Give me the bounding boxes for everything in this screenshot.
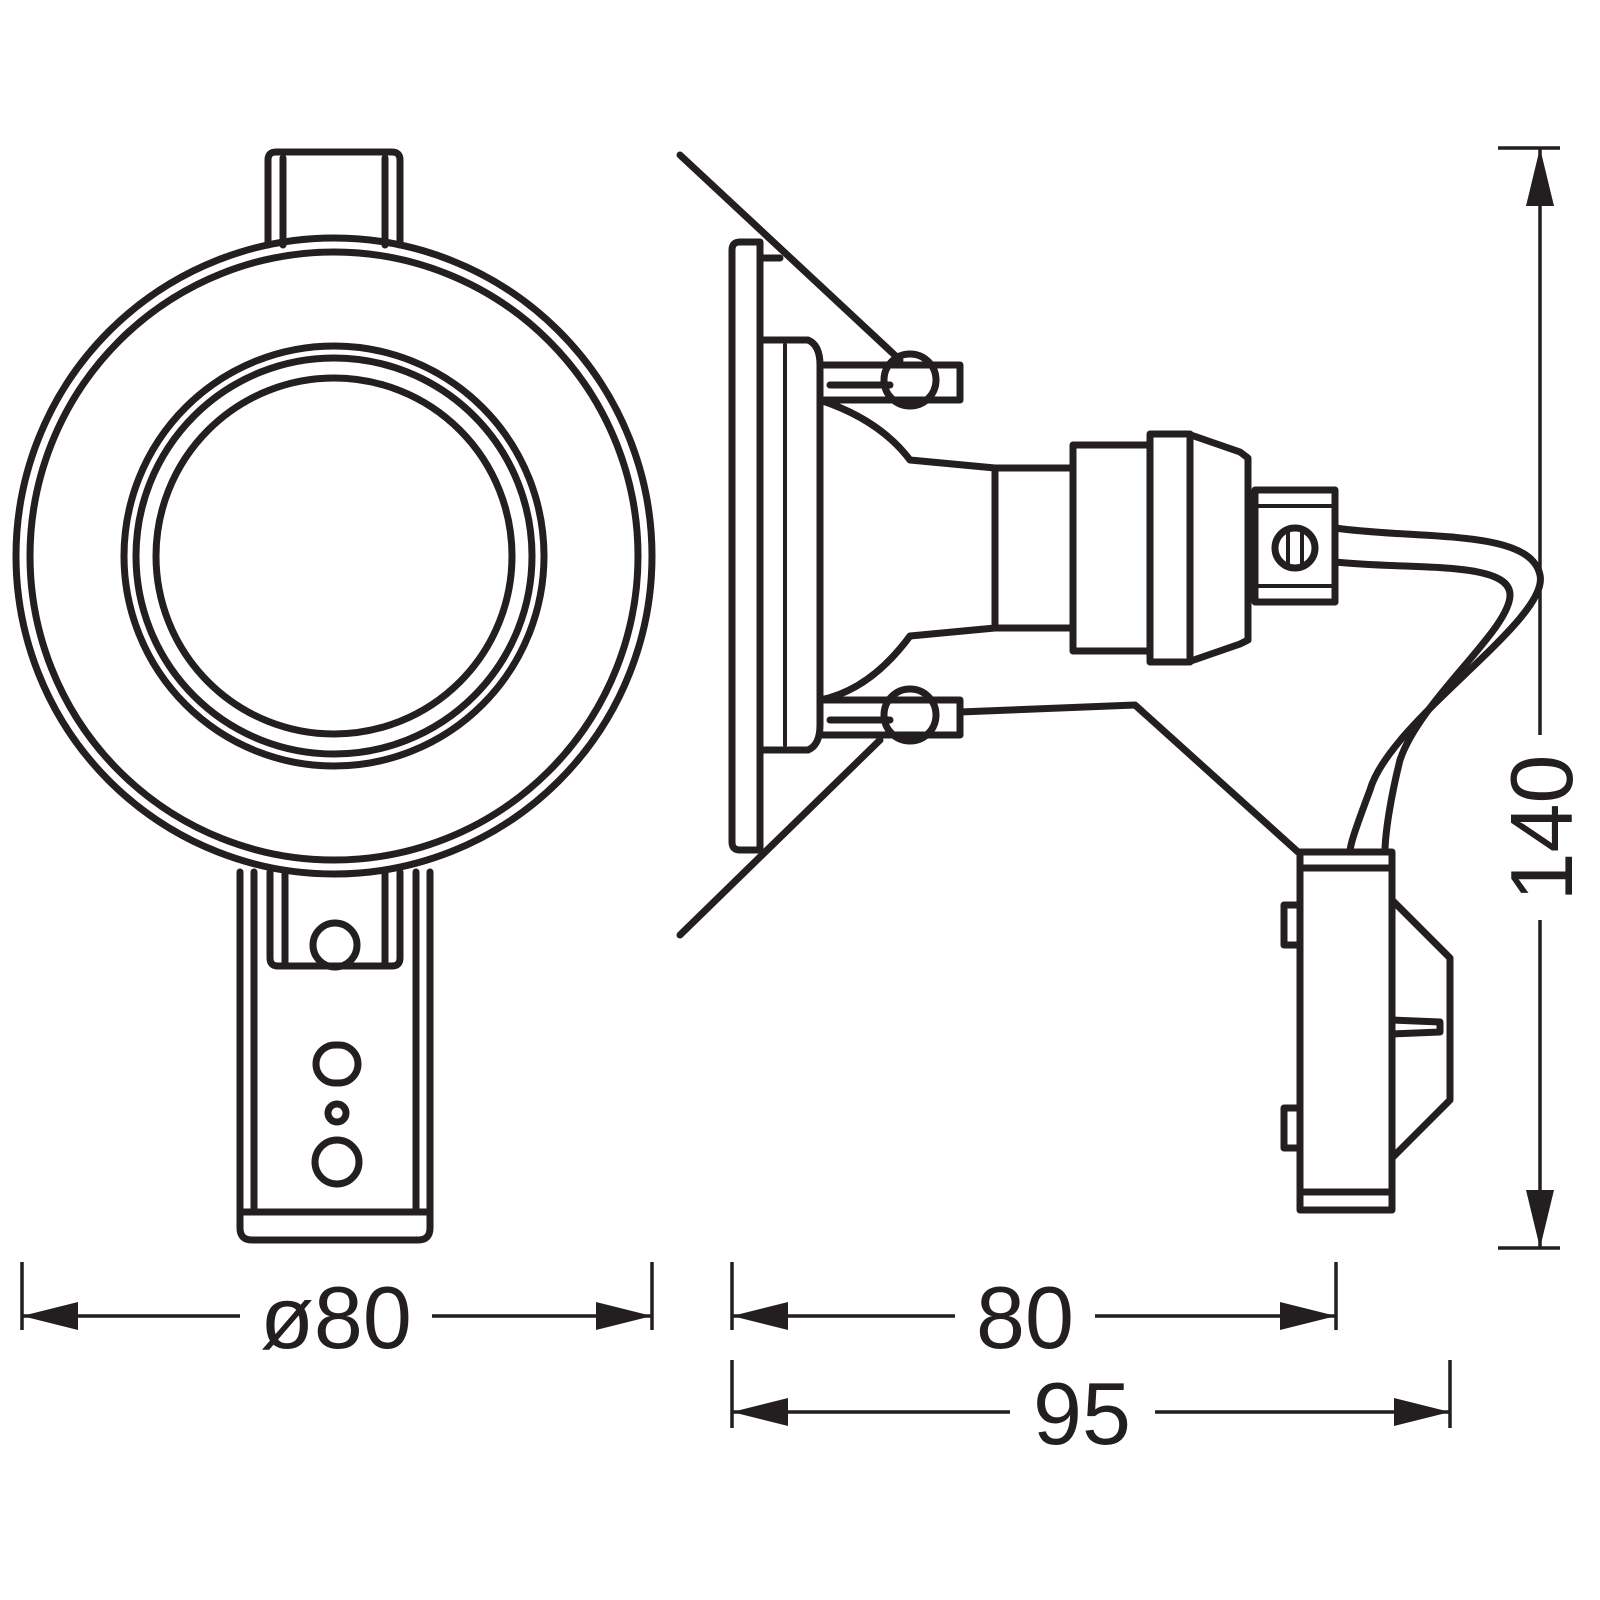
clip-hole xyxy=(309,919,361,971)
top-clip-screw xyxy=(880,350,940,410)
diameter-label: ø80 xyxy=(260,1268,412,1367)
driver-tab xyxy=(1388,1016,1444,1038)
bottom-clip-screw xyxy=(880,685,940,745)
dimension-diameter: ø80 xyxy=(20,1262,654,1367)
mount-hole-large xyxy=(311,1136,363,1188)
side-view xyxy=(676,151,1544,1214)
terminal-block-lines xyxy=(1253,504,1337,588)
lamp-base-2 xyxy=(1069,441,1154,655)
trim-plate xyxy=(756,336,824,754)
lamp-bezel-outer xyxy=(120,342,548,770)
bottom-clip xyxy=(266,868,404,970)
terminal-block xyxy=(1251,486,1339,606)
spring-arm-upper xyxy=(676,151,904,364)
terminal-screw-slot xyxy=(1286,528,1304,568)
dimension-depth-total: 95 xyxy=(730,1360,1452,1463)
terminal-screw xyxy=(1271,524,1319,572)
dimension-height: 140 xyxy=(1492,146,1591,1250)
lamp-bezel-inner xyxy=(152,374,516,738)
driver-cover xyxy=(1388,896,1454,1162)
bottom-bracket xyxy=(236,868,434,1244)
cable-inner xyxy=(1331,558,1514,856)
depth-fixture-label: 80 xyxy=(976,1268,1074,1367)
height-label: 140 xyxy=(1492,755,1591,902)
top-spring-bracket xyxy=(264,148,404,249)
front-view xyxy=(12,148,656,1244)
lamp-socket xyxy=(1146,430,1252,666)
mount-hole-small xyxy=(324,1100,350,1126)
lamp-bezel-mid xyxy=(132,354,536,758)
mount-slot xyxy=(312,1041,362,1087)
outer-ring-inner-edge xyxy=(26,248,642,864)
driver-box xyxy=(1296,848,1396,1214)
reflector xyxy=(816,396,999,704)
bezel-flange xyxy=(728,238,784,854)
driver-clip-lower xyxy=(1280,1104,1304,1152)
dimension-depth-fixture: 80 xyxy=(730,1262,1338,1367)
depth-total-label: 95 xyxy=(1033,1364,1131,1463)
driver-clip-upper xyxy=(1280,901,1304,949)
spring-arm-lower xyxy=(676,736,884,939)
cable xyxy=(1331,524,1544,856)
outer-ring xyxy=(12,234,656,878)
driver-lead xyxy=(956,701,1302,856)
lamp-base-1 xyxy=(991,464,1077,632)
